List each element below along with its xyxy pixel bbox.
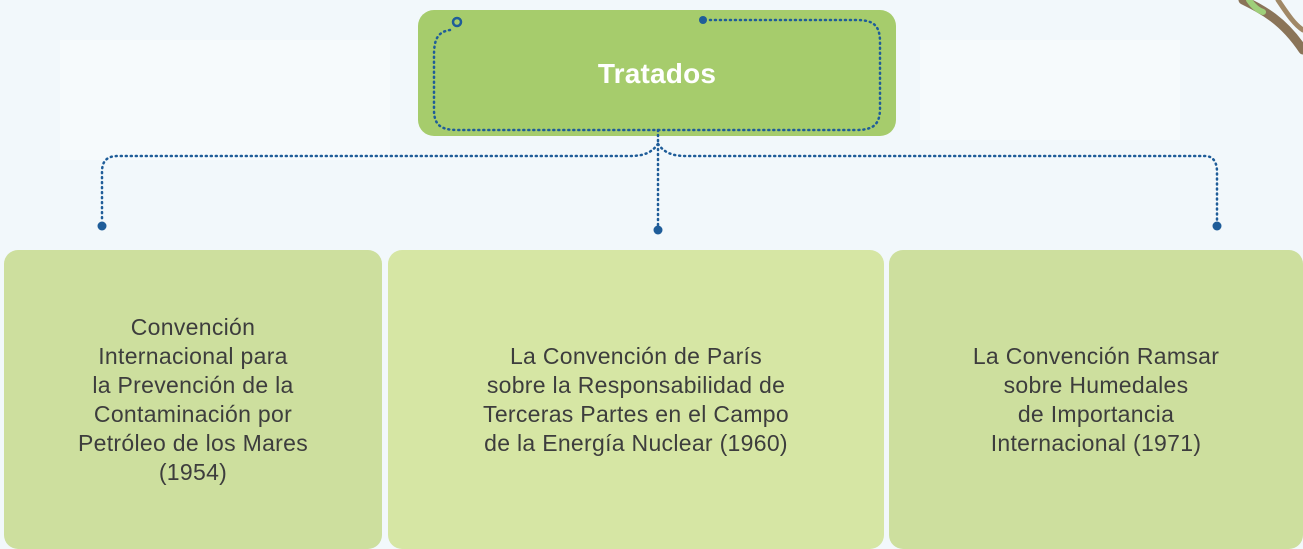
root-frame-left <box>432 18 882 132</box>
child-node-1: Convención Internacional para la Prevenc… <box>4 250 382 549</box>
child-node-3-text: La Convención Ramsar sobre Humedales de … <box>972 342 1220 456</box>
connector-left-dot <box>97 221 107 231</box>
child-node-3: La Convención Ramsar sobre Humedales de … <box>889 250 1303 549</box>
root-node-tratados: Tratados <box>418 10 896 136</box>
connector-right <box>656 142 1219 224</box>
root-frame-ring <box>451 16 463 28</box>
branch-decoration <box>1238 0 1303 55</box>
root-frame-dot <box>699 16 707 24</box>
root-node-title: Tratados <box>597 58 717 89</box>
connector-left <box>100 142 660 224</box>
child-node-2-text: La Convención de París sobre la Responsa… <box>483 342 789 456</box>
connector-right-dot <box>1212 221 1222 231</box>
connector-center-dot <box>653 225 663 235</box>
child-node-2: La Convención de París sobre la Responsa… <box>388 250 884 549</box>
child-node-1-text: Convención Internacional para la Prevenc… <box>77 313 309 485</box>
background-panel-right <box>920 40 1180 140</box>
background-panel-left <box>60 40 390 160</box>
